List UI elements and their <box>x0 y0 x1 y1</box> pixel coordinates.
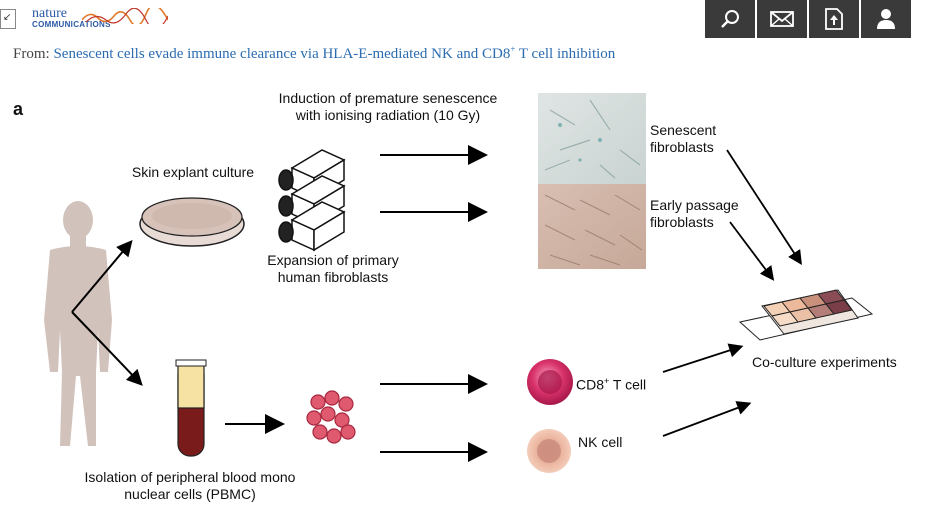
article-title-sup: + <box>510 44 516 54</box>
logo-text-communications: COMMUNICATIONS <box>32 20 111 29</box>
culture-flasks-icon <box>278 149 346 252</box>
top-bar: ↙ nature COMMUNICATIONS <box>0 0 929 38</box>
human-silhouette-icon <box>44 201 112 446</box>
cd8-sup: + <box>604 376 610 386</box>
download-icon <box>825 8 843 30</box>
skin-explant-label: Skin explant culture <box>131 164 255 180</box>
expansion-label: Expansion of primary human fibroblasts <box>267 252 399 285</box>
account-button[interactable] <box>861 0 911 38</box>
co-culture-label: Co-culture experiments <box>752 354 897 370</box>
early-passage-micrograph-image <box>538 184 646 269</box>
from-prefix: From: <box>13 46 54 62</box>
nk-cell-icon <box>527 429 571 473</box>
t-cell-text: T cell <box>609 376 647 393</box>
arrow-early-to-plate <box>729 221 775 281</box>
article-title-post: T cell inhibition <box>515 46 616 62</box>
arrow-cd8-to-coculture <box>662 343 744 373</box>
user-icon <box>877 9 895 29</box>
email-button[interactable] <box>757 0 807 38</box>
logo-wave-icon <box>82 8 168 24</box>
petri-dish-icon <box>139 197 245 247</box>
induction-label: Induction of premature senescence with i… <box>278 90 498 123</box>
cd8-text: CD8 <box>576 376 605 393</box>
nk-cell-label: NK cell <box>578 434 623 450</box>
figure-source-line: From: Senescent cells evade immune clear… <box>13 44 615 63</box>
search-icon <box>721 10 739 28</box>
mail-icon <box>770 11 794 27</box>
cd8-t-cell-icon <box>527 359 573 405</box>
toolbar <box>705 0 911 38</box>
journal-logo[interactable]: nature COMMUNICATIONS <box>30 6 170 32</box>
back-icon: ↙ <box>3 12 12 23</box>
back-button[interactable]: ↙ <box>0 9 16 29</box>
search-button[interactable] <box>705 0 755 38</box>
well-plate-icon <box>738 289 874 341</box>
arrow-senescent-to-plate <box>726 149 802 266</box>
senescent-micrograph-image <box>538 93 646 184</box>
article-title-pre: Senescent cells evade immune clearance v… <box>53 46 511 62</box>
arrow-nk-to-coculture <box>662 401 752 437</box>
senescent-fibroblasts-label: Senescent fibroblasts <box>650 122 717 155</box>
panel-letter: a <box>13 99 24 119</box>
article-title-link[interactable]: Senescent cells evade immune clearance v… <box>53 44 616 62</box>
logo-text-nature: nature <box>32 6 67 21</box>
pbmc-cells-icon <box>306 390 356 444</box>
pbmc-isolation-label: Isolation of peripheral blood mono nucle… <box>84 469 296 502</box>
early-passage-label: Early passage fibroblasts <box>650 197 739 230</box>
arrow-to-skin <box>71 239 133 313</box>
download-button[interactable] <box>809 0 859 38</box>
cd8-t-cell-label: CD8+ T cell <box>576 373 676 394</box>
arrow-to-blood <box>71 311 143 386</box>
blood-tube-icon <box>175 359 207 457</box>
